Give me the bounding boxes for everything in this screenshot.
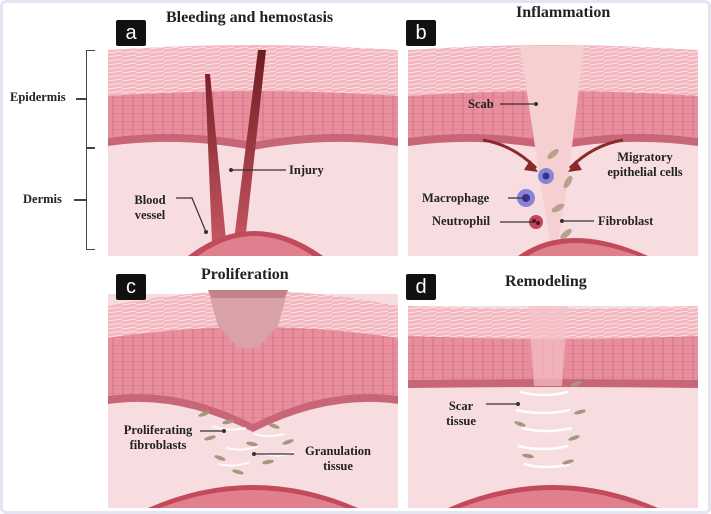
epidermis-label: Epidermis: [10, 90, 66, 104]
panel-d-illustration: [408, 266, 698, 508]
stratum-corneum: [108, 45, 398, 100]
blood-vessel-label: Blood vessel: [118, 193, 182, 223]
panel-a-illustration: [108, 10, 398, 256]
granulation-label-line1: Granulation: [305, 444, 371, 458]
granulation-label-line2: tissue: [323, 459, 353, 473]
scab-label: Scab: [468, 97, 494, 111]
dermis-tick: [74, 199, 86, 201]
panel-d-letter: d: [406, 274, 436, 300]
panel-c-letter: c: [116, 274, 146, 300]
panel-a-letter: a: [116, 20, 146, 46]
injury-wound: [205, 50, 266, 242]
panel-c-title: Proliferation: [201, 266, 289, 283]
panel-b-title: Inflammation: [516, 4, 611, 21]
scar-tissue-label: Scar tissue: [438, 399, 484, 429]
scar-label-line2: tissue: [446, 414, 476, 428]
proliferating-fibroblasts-label: Proliferating fibroblasts: [110, 423, 206, 453]
proliferating-label-line1: Proliferating: [123, 423, 193, 437]
migratory-label-line1: Migratory: [617, 150, 673, 164]
panel-a: Injury Blood vessel: [108, 10, 398, 256]
panel-c-illustration: [108, 266, 398, 508]
migratory-label-line2: epithelial cells: [607, 165, 683, 179]
scab: [520, 46, 584, 242]
scar-label-line1: Scar: [448, 399, 474, 413]
panel-c: Proliferating fibroblasts Granulation ti…: [108, 266, 398, 508]
panel-a-title: Bleeding and hemostasis: [166, 9, 334, 26]
panel-d-title: Remodeling: [505, 273, 587, 290]
scab-remnant: [208, 290, 288, 348]
neutrophil-label: Neutrophil: [432, 214, 491, 228]
macrophage-cell-2: [538, 168, 554, 184]
proliferating-label-line2: fibroblasts: [129, 438, 187, 452]
panel-b: Scab Migratory epithelial cells Macropha…: [408, 10, 698, 256]
panel-b-illustration: [408, 10, 698, 256]
blood-vessel-label-line1: Blood: [134, 193, 166, 207]
migratory-label: Migratory epithelial cells: [593, 150, 697, 180]
epidermis-bracket: [86, 50, 95, 148]
injury-label: Injury: [289, 163, 324, 177]
panel-b-letter: b: [406, 20, 436, 46]
panel-d: Scar tissue: [408, 266, 698, 508]
granulation-tissue-label: Granulation tissue: [296, 444, 380, 474]
dermis-bracket: [86, 148, 95, 250]
blood-vessel-label-line2: vessel: [134, 208, 166, 222]
epidermis-tick: [76, 98, 86, 100]
fibroblast-label: Fibroblast: [598, 214, 654, 228]
macrophage-label: Macrophage: [422, 191, 490, 205]
dermis-label: Dermis: [23, 192, 62, 206]
